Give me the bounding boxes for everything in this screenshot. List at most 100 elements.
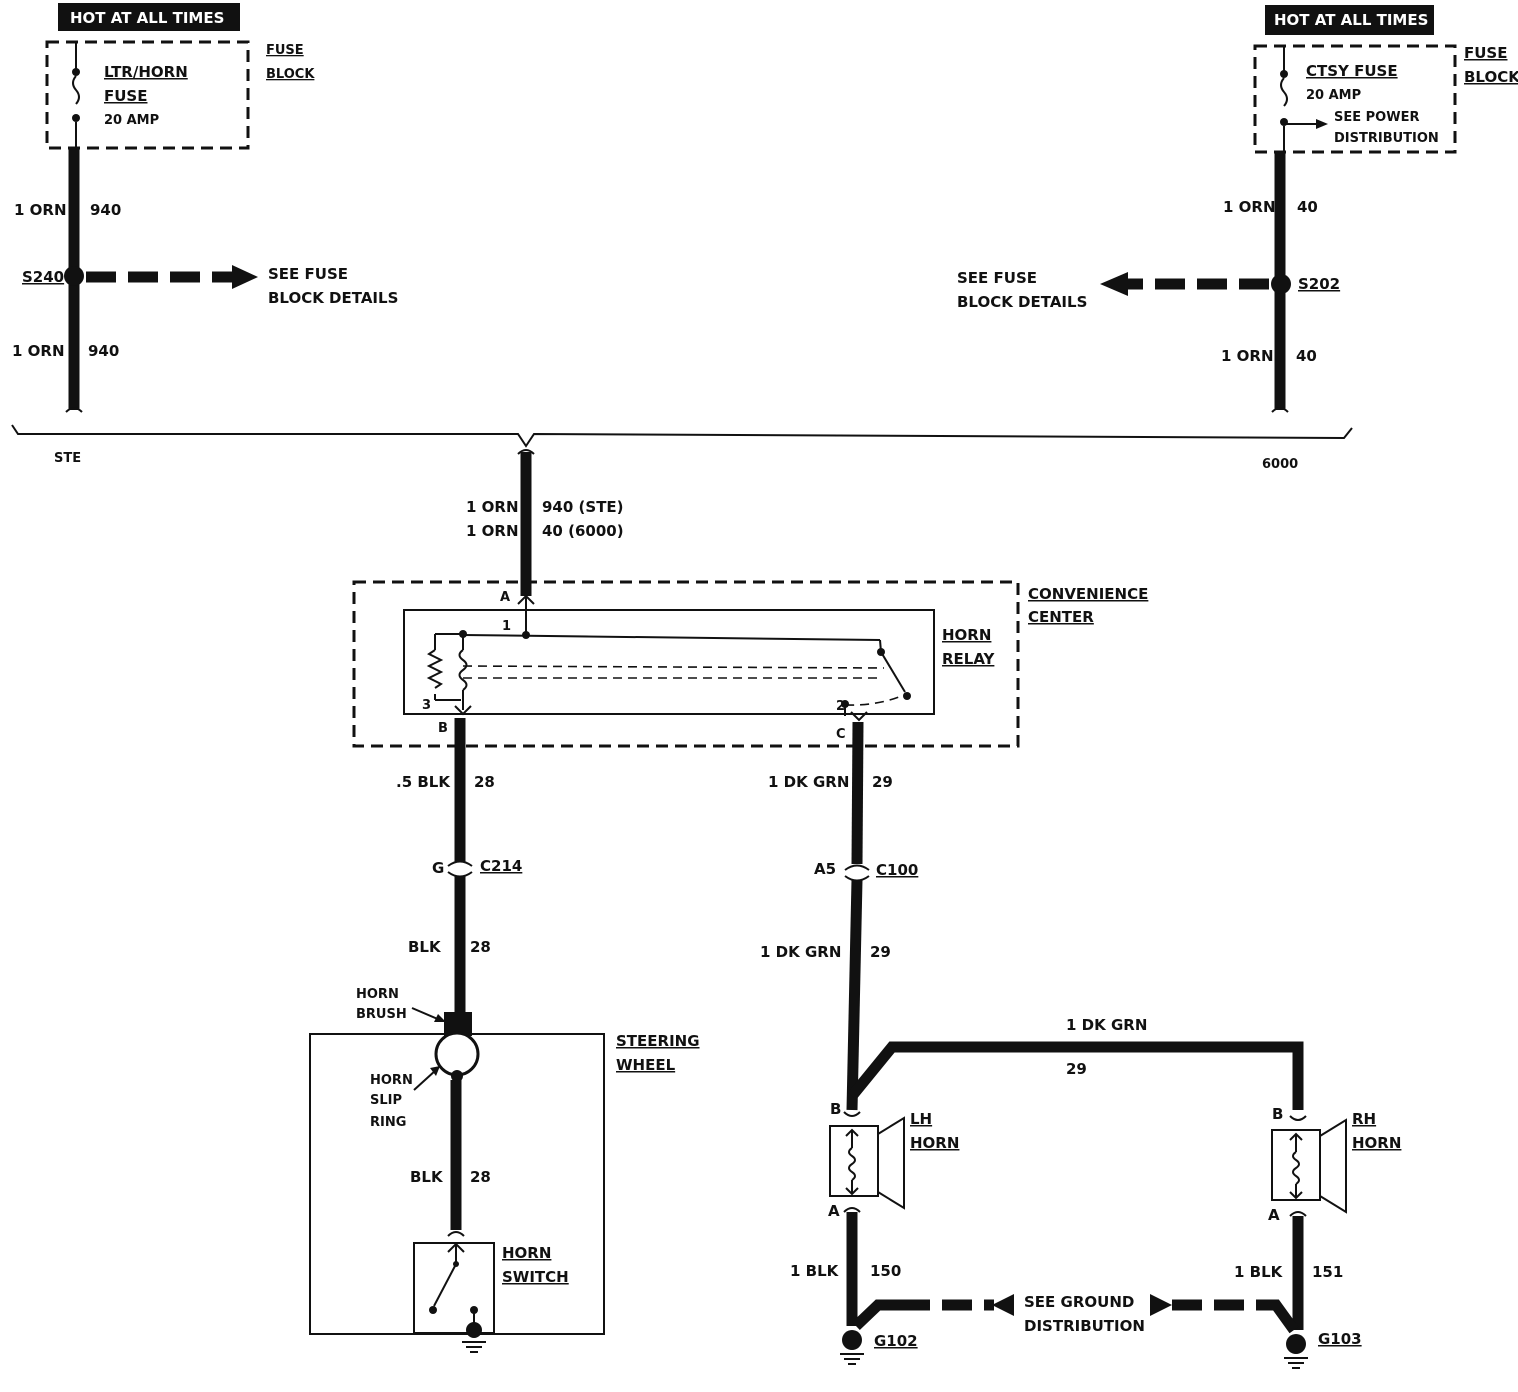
left-wire-lower-color: 1 ORN: [12, 342, 65, 360]
variant-ste: STE: [54, 451, 81, 466]
horn-switch-box: [413, 1242, 495, 1334]
steering-wheel-label-1: STEERING: [616, 1032, 700, 1050]
horn-relay-label-2: RELAY: [942, 650, 996, 668]
ground-g103-icon: [1284, 1357, 1308, 1369]
see-fuse-left-1: SEE FUSE: [268, 265, 348, 283]
relay-feed-line2-circuit: 40 (6000): [542, 522, 624, 540]
fuse-element-left-icon: [72, 75, 80, 105]
lh-ground-wire-color: 1 BLK: [790, 1262, 840, 1280]
right-wire-upper-color: 1 ORN: [1223, 198, 1276, 216]
steering-wheel-label-2: WHEEL: [616, 1056, 676, 1074]
connector-c100-icon: [844, 864, 870, 882]
horn-slip-ring: [434, 1031, 480, 1077]
horn-wire1-color: 1 DK GRN: [768, 773, 849, 791]
connector-c214-pin: G: [432, 859, 444, 877]
left-wire-upper-circuit: 940: [90, 201, 121, 219]
fuse-block-label-left-1: FUSE: [266, 43, 304, 58]
rh-horn-bell-icon: [1319, 1118, 1347, 1214]
right-feed-group: 1 ORN 40 S202 SEE FUSE BLOCK DETAILS 1 O…: [957, 152, 1340, 472]
horn-relay-label-1: HORN: [942, 626, 991, 644]
relay-term-c: C: [836, 727, 846, 742]
fuse-name-left-1: LTR/HORN: [104, 63, 188, 81]
lh-horn-label-1: LH: [910, 1110, 932, 1128]
right-wire-lower-color: 1 ORN: [1221, 347, 1274, 365]
switch-wire3-circuit: 28: [470, 1168, 491, 1186]
terminal-b-icon: [454, 705, 472, 716]
rh-horn-body: [1271, 1129, 1321, 1201]
see-fuse-left-2: BLOCK DETAILS: [268, 289, 398, 307]
slip-ring-label-3: RING: [370, 1115, 406, 1130]
rh-horn-term-a: A: [1268, 1206, 1280, 1224]
lh-horn-label-2: HORN: [910, 1134, 959, 1152]
horn-circuit-group: 1 DK GRN 29 A5 C100 1 DK GRN 29 1 DK GRN…: [760, 721, 1401, 1369]
horn-relay-box: [403, 609, 935, 715]
relay-feed-line1-color: 1 ORN: [466, 498, 519, 516]
fuse-element-right-icon: [1280, 77, 1288, 107]
rh-horn-label-2: HORN: [1352, 1134, 1401, 1152]
relay-pin-1: 1: [502, 619, 511, 634]
see-power-2: DISTRIBUTION: [1334, 131, 1439, 146]
relay-feed-line1-circuit: 940 (STE): [542, 498, 624, 516]
horn-wire2-circuit: 29: [870, 943, 891, 961]
convenience-center-label-2: CENTER: [1028, 608, 1094, 626]
fuse-block-left: [45, 40, 250, 150]
rh-horn-term-b: B: [1272, 1105, 1283, 1123]
see-fuse-arrow-left-icon: [232, 265, 258, 289]
switch-wire3-color: BLK: [410, 1168, 444, 1186]
relay-pin-3: 3: [422, 698, 431, 713]
fuse-rating-left: 20 AMP: [104, 113, 159, 128]
convenience-center-box: [352, 580, 1020, 748]
fuse-rating-right: 20 AMP: [1306, 88, 1361, 103]
connector-c214-label: C214: [480, 857, 522, 875]
ground-g103-label: G103: [1318, 1330, 1362, 1348]
horn-brush-label-1: HORN: [356, 987, 399, 1002]
relay-resistor-icon: [426, 649, 444, 689]
switch-wire1-color: .5 BLK: [396, 773, 451, 791]
relay-pin-2: 2: [836, 699, 845, 714]
lh-horn-body: [829, 1125, 879, 1197]
right-wire-upper-circuit: 40: [1297, 198, 1318, 216]
fuse-name-left-2: FUSE: [104, 87, 147, 105]
right-fuse-group: HOT AT ALL TIMES CTSY FUSE 20 AMP SEE PO…: [1253, 5, 1518, 154]
horn-switch-blade: [433, 1265, 456, 1307]
left-feed-group: 1 ORN 940 S240 SEE FUSE BLOCK DETAILS 1 …: [12, 148, 398, 466]
horn-switch-label-2: SWITCH: [502, 1268, 569, 1286]
hot-at-all-times-right: HOT AT ALL TIMES: [1274, 11, 1428, 29]
relay-coil-icon: [458, 649, 468, 691]
convenience-center-group: CONVENIENCE CENTER HORN RELAY A 1 3 2 B: [352, 580, 1148, 748]
terminal-c-icon: [850, 711, 868, 722]
horn-wire3-color: 1 DK GRN: [1066, 1016, 1147, 1034]
lh-horn-term-a: A: [828, 1202, 840, 1220]
ground-distribution-arrow-left-icon: [992, 1294, 1014, 1316]
see-fuse-right-2: BLOCK DETAILS: [957, 293, 1087, 311]
variant-bracket: [11, 424, 1353, 448]
connector-c100-label: C100: [876, 861, 918, 879]
see-power-1: SEE POWER: [1334, 110, 1419, 125]
slip-ring-label-1: HORN: [370, 1073, 413, 1088]
switch-circuit-group: .5 BLK 28 G C214 BLK 28 HORN BRUSH STEER…: [309, 718, 700, 1353]
ground-g102-icon: [840, 1353, 864, 1365]
see-power-arrow-icon: [1316, 119, 1328, 129]
fuse-block-right: [1253, 44, 1457, 154]
horn-wire2-color: 1 DK GRN: [760, 943, 841, 961]
horn-wire1-circuit: 29: [872, 773, 893, 791]
see-fuse-arrow-right-icon: [1100, 272, 1128, 296]
ground-distribution-arrow-right-icon: [1150, 1294, 1172, 1316]
horn-wire3-circuit: 29: [1066, 1060, 1087, 1078]
see-ground-1: SEE GROUND: [1024, 1293, 1134, 1311]
splice-s240: [64, 266, 84, 286]
relay-term-b: B: [438, 721, 448, 736]
hot-at-all-times-badge-left: [58, 3, 240, 31]
splice-label-s240: S240: [22, 268, 64, 286]
lh-horn-term-b: B: [830, 1100, 841, 1118]
see-fuse-right-1: SEE FUSE: [957, 269, 1037, 287]
left-wire-upper-color: 1 ORN: [14, 201, 67, 219]
left-wire-lower-circuit: 940: [88, 342, 119, 360]
left-fuse-group: HOT AT ALL TIMES LTR/HORN FUSE 20 AMP FU…: [45, 3, 315, 150]
slip-ring-label-2: SLIP: [370, 1093, 402, 1108]
relay-term-a: A: [500, 590, 510, 605]
switch-wire1-circuit: 28: [474, 773, 495, 791]
lh-horn-bell-icon: [877, 1116, 905, 1210]
splice-s202: [1271, 274, 1291, 294]
